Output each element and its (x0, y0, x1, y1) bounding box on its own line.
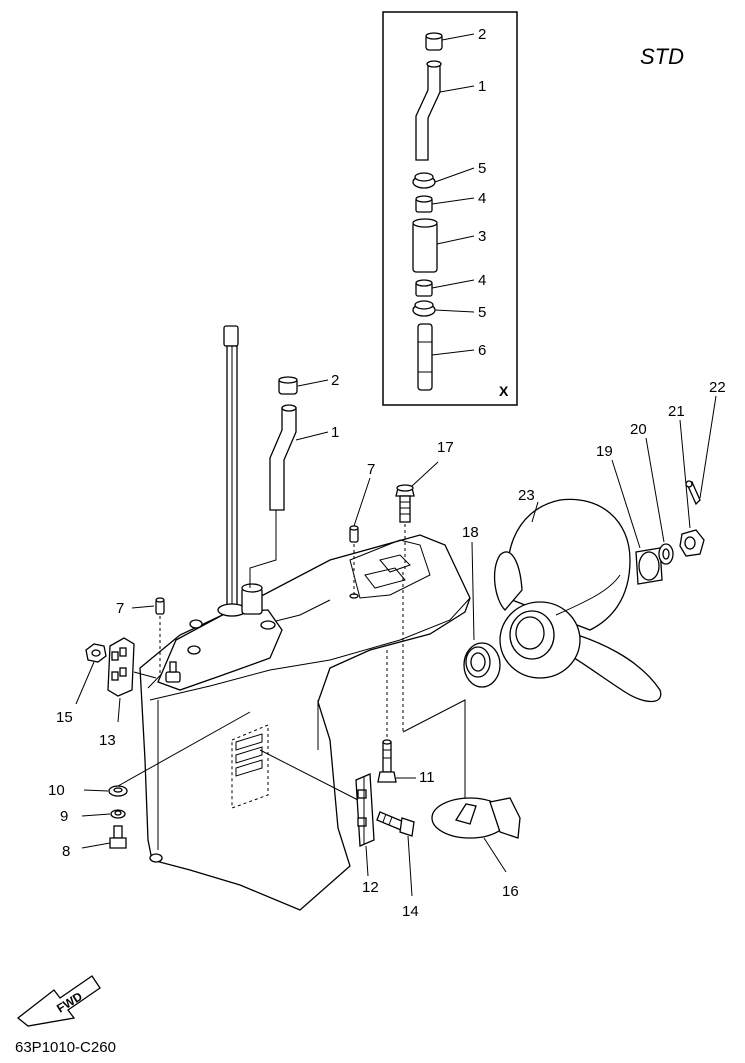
callout-9: 9 (60, 808, 68, 825)
callout-2: 2 (331, 372, 339, 389)
inset-part-3-sleeve (412, 218, 438, 273)
part-22-cotter-pin (685, 480, 701, 506)
callout-12: 12 (362, 879, 379, 896)
variant-label: STD (640, 44, 684, 69)
part-10-washer (108, 785, 128, 797)
lower-casing (139, 325, 471, 911)
deck-nut (165, 661, 181, 683)
part-7-pin-upper (349, 525, 359, 543)
water-inlet-grille (231, 724, 269, 809)
callout-11: 11 (419, 769, 435, 786)
callout-5-inset-top: 5 (478, 160, 486, 177)
callout-3-inset: 3 (478, 228, 486, 245)
callout-7-upper: 7 (367, 461, 375, 478)
part-1-tube (269, 404, 297, 511)
callout-21: 21 (668, 403, 685, 420)
callout-17: 17 (437, 439, 454, 456)
part-9-washer (110, 809, 126, 819)
part-17-bolt (395, 484, 415, 523)
part-12-anode (355, 773, 375, 847)
inset-view-label: X (499, 383, 509, 399)
callout-16: 16 (502, 883, 519, 900)
diagram-code: 63P1010-C260 (15, 1039, 116, 1056)
callout-19: 19 (596, 443, 613, 460)
part-2-collar (278, 376, 298, 395)
part-18-thrust-washer (463, 642, 501, 688)
callout-8: 8 (62, 843, 70, 860)
part-7-pin-lower (155, 597, 165, 615)
callout-7-lower: 7 (116, 600, 124, 617)
inset-part-4-bush-top (415, 195, 433, 213)
callout-22: 22 (709, 379, 726, 396)
part-14-bolt (376, 811, 415, 837)
inset-part-6-pipe (417, 323, 433, 391)
drive-shaft (223, 325, 241, 613)
part-19-spacer (635, 547, 663, 585)
inset-part-4-bush-bottom (415, 279, 433, 297)
callout-1: 1 (331, 424, 339, 441)
callout-18: 18 (462, 524, 479, 541)
part-16-trim-tab (431, 797, 521, 839)
callout-4-inset-top: 4 (478, 190, 486, 207)
callout-13: 13 (99, 732, 116, 749)
callout-15: 15 (56, 709, 73, 726)
callout-2-inset: 2 (478, 26, 486, 43)
part-20-washer (658, 543, 674, 565)
part-8-bolt (109, 825, 127, 849)
callout-4-inset-bottom: 4 (478, 272, 486, 289)
part-23-propeller (493, 498, 662, 703)
callout-6-inset: 6 (478, 342, 486, 359)
part-13-bracket (107, 637, 135, 697)
part-11-bolt (377, 739, 397, 783)
callout-20: 20 (630, 421, 647, 438)
inset-part-1-tube (415, 60, 442, 161)
callout-5-inset-bottom: 5 (478, 304, 486, 321)
callout-10: 10 (48, 782, 65, 799)
callout-1-inset: 1 (478, 78, 486, 95)
part-15-nut (85, 643, 107, 663)
callout-14: 14 (402, 903, 419, 920)
fwd-arrow: FWD (16, 975, 101, 1027)
callout-23: 23 (518, 487, 535, 504)
inset-leaders (431, 33, 475, 356)
inset-part-5-grommet-top (412, 172, 436, 189)
inset-box: 2 1 5 4 3 4 5 6 X (382, 11, 518, 406)
inset-part-5-grommet-bottom (412, 300, 436, 317)
part-21-nut (679, 529, 705, 557)
inset-part-2-collar (425, 32, 443, 51)
